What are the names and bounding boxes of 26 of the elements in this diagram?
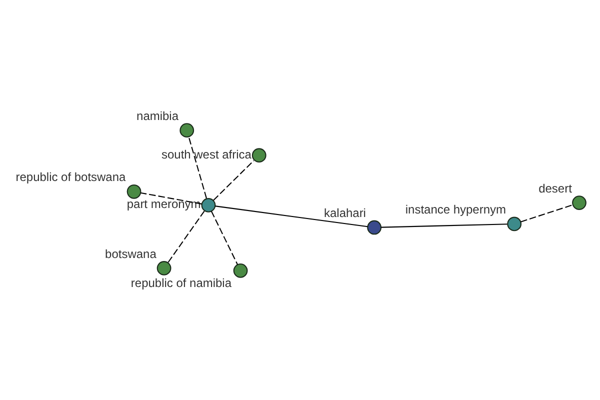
node-circle — [367, 220, 382, 234]
connector — [168, 210, 205, 262]
connector — [213, 160, 254, 200]
node-label: kalahari — [324, 206, 366, 220]
node-circle — [233, 262, 248, 278]
node-label: republic of botswana — [16, 170, 126, 184]
connector — [520, 204, 573, 222]
connector — [140, 192, 202, 204]
node-circle — [201, 198, 216, 212]
connector — [188, 136, 207, 198]
node-label: instance hypernym — [405, 202, 506, 216]
node-circle — [156, 260, 172, 275]
node-label: south west africa — [162, 146, 252, 161]
node-label: desert — [538, 180, 572, 195]
node-circle — [180, 122, 194, 138]
node-circle — [572, 195, 586, 210]
connector — [381, 223, 508, 228]
node-circle — [126, 184, 142, 198]
node-label: part meronym — [126, 196, 201, 211]
node-label: republic of namibia — [130, 275, 232, 290]
node-label: namibia — [136, 108, 179, 122]
connector — [210, 210, 238, 264]
connector — [215, 205, 368, 227]
node-circle — [252, 148, 266, 162]
node-label: botswana — [105, 246, 156, 260]
node-circle — [507, 216, 522, 231]
